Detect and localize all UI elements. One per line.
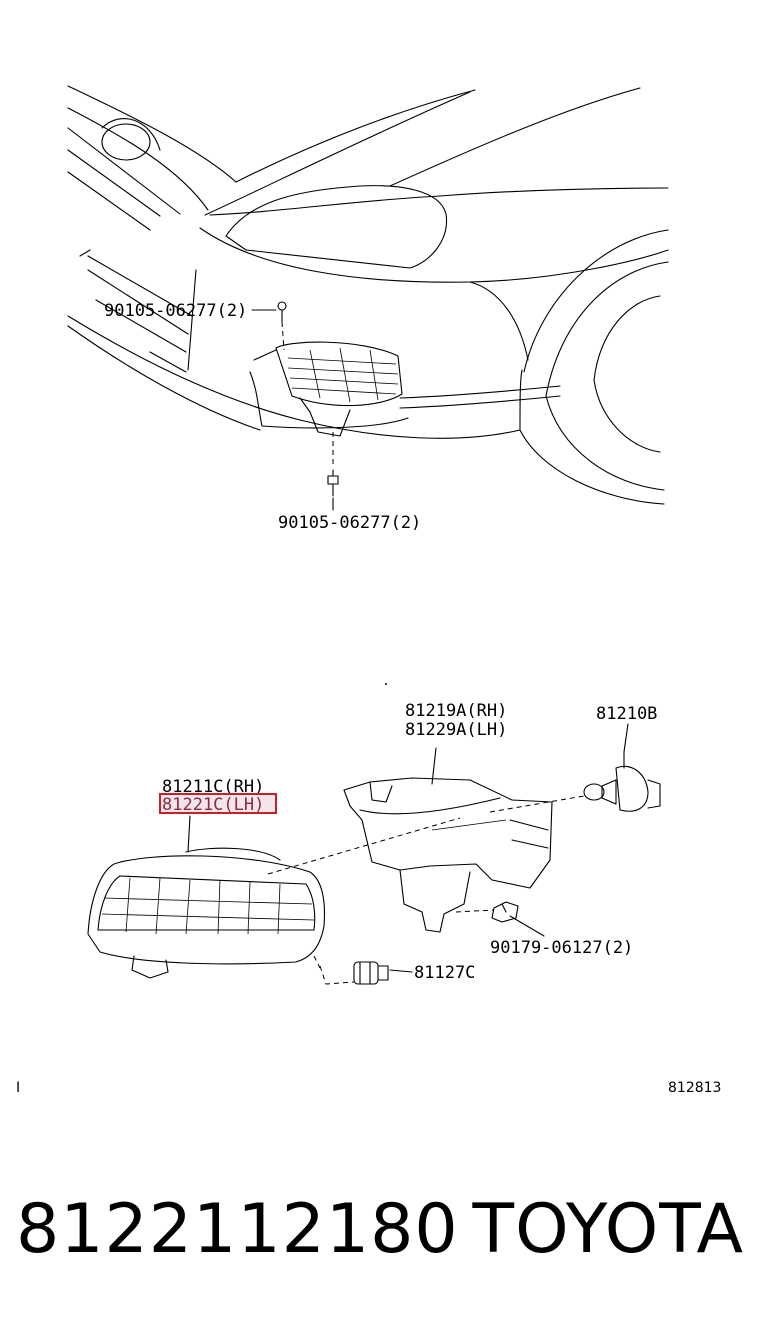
socket-bulb	[353, 961, 389, 985]
clip	[491, 901, 519, 923]
part-number: 8122112180	[16, 1190, 459, 1269]
callout-housing-lh: 81229A(LH)	[405, 720, 507, 740]
figure-code: 812813	[668, 1080, 721, 1096]
fog-lamp-lens	[87, 847, 326, 979]
highlight-box	[159, 793, 277, 814]
callout-clip: 90179-06127(2)	[490, 938, 633, 958]
fog-lamp-bulb	[583, 751, 661, 812]
footer: 8122112180 TOYOTA	[0, 1180, 760, 1290]
callout-bolt-lower: 90105-06277(2)	[278, 513, 421, 533]
callout-lens-lh[interactable]: 81221C(LH)	[162, 795, 264, 815]
exploded-fog-lamp	[87, 683, 661, 985]
fog-lamp-housing	[343, 777, 553, 933]
callout-housing-rh: 81219A(RH)	[405, 701, 507, 721]
callout-bolt-upper: 90105-06277(2)	[104, 301, 247, 321]
callout-lens-rh: 81211C(RH)	[162, 777, 264, 797]
callout-socket: 81127C	[414, 963, 475, 983]
corner-mark: I	[16, 1080, 20, 1096]
vehicle-front-illustration	[67, 85, 669, 511]
parts-diagram: 90105-06277(2) 90105-06277(2)	[16, 85, 721, 1096]
brand-name: TOYOTA	[472, 1190, 744, 1269]
callout-bulb: 81210B	[596, 704, 657, 724]
